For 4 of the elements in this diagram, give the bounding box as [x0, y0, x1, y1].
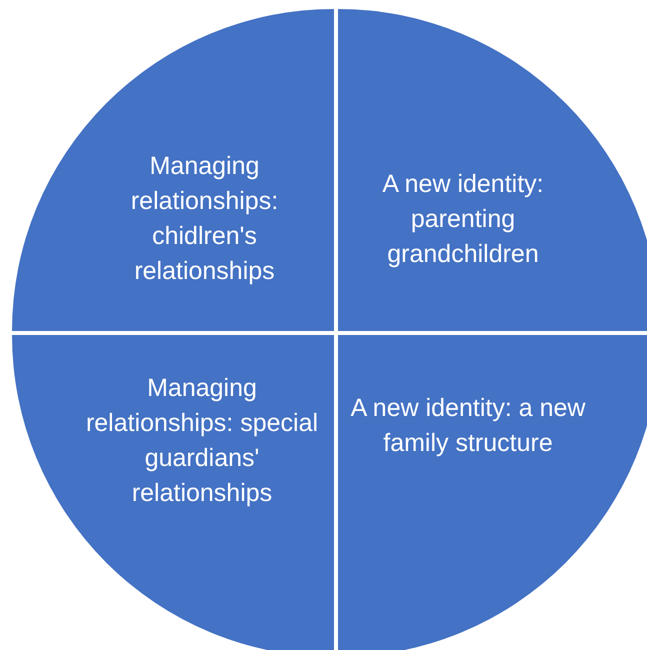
segment-label: A new identity: a new family structure: [350, 393, 586, 459]
segment-label: Managing relationships: chidlren's relationships: [130, 151, 280, 287]
segment-label: Managing relationships: special guardians' relationships: [84, 373, 320, 509]
segment-label: A new identity: parenting grandchildren: [381, 169, 545, 270]
